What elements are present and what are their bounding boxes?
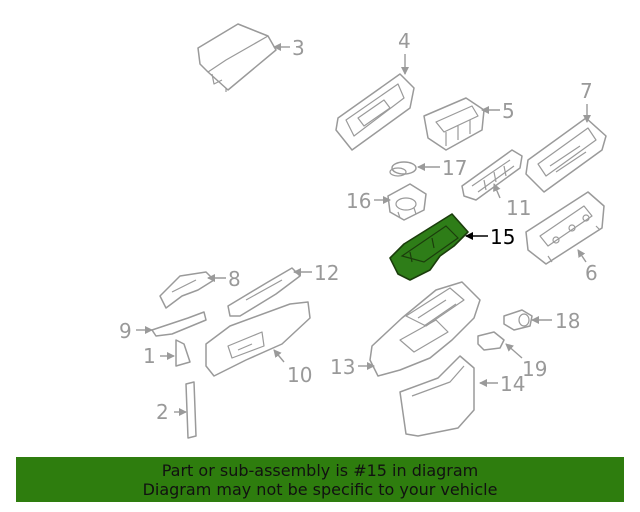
callout-14: 14: [479, 372, 525, 396]
part-9-small-trim: [151, 311, 207, 337]
callout-11: 11: [493, 183, 531, 220]
part-16-shifter-boot: [387, 183, 427, 221]
part-4-bezel: [335, 73, 415, 151]
part-7-trim-panel: [525, 117, 607, 193]
callout-label-10: 10: [287, 363, 312, 387]
callout-10: 10: [273, 349, 312, 387]
callout-17: 17: [417, 156, 467, 180]
callout-3: 3: [273, 36, 305, 60]
callout-label-7: 7: [580, 79, 593, 103]
callout-12: 12: [293, 261, 339, 285]
callout-label-12: 12: [314, 261, 339, 285]
callout-6: 6: [577, 249, 598, 285]
part-5-vent: [423, 97, 485, 151]
callout-label-3: 3: [292, 36, 305, 60]
callout-label-5: 5: [502, 99, 515, 123]
part-1-bracket: [175, 339, 191, 367]
callout-15: 15: [465, 225, 515, 249]
callout-9: 9: [119, 319, 153, 343]
info-banner: Part or sub-assembly is #15 in diagram D…: [16, 457, 624, 502]
part-13-console: [369, 281, 481, 377]
part-12-trim-strip: [227, 267, 301, 317]
part-6-switch-panel: [525, 191, 605, 265]
callout-16: 16: [346, 189, 391, 213]
part-15-console-tray: [389, 213, 469, 281]
callout-label-15: 15: [490, 225, 515, 249]
callout-19: 19: [505, 343, 547, 381]
callout-label-14: 14: [500, 372, 525, 396]
callout-2: 2: [156, 400, 187, 424]
callout-5: 5: [481, 99, 515, 123]
part-17-clip: [389, 161, 417, 177]
part-14-lower-panel: [399, 355, 475, 437]
part-11-bracket: [461, 149, 523, 201]
banner-line-2: Diagram may not be specific to your vehi…: [142, 480, 498, 499]
callout-label-1: 1: [143, 344, 156, 368]
parts-diagram: 1 2 3 4 5 6 7 8 9 10 11 12: [119, 23, 607, 439]
callout-18: 18: [531, 309, 580, 333]
callout-label-13: 13: [330, 355, 355, 379]
callout-label-18: 18: [555, 309, 580, 333]
part-19-connector: [477, 331, 505, 351]
callout-label-8: 8: [228, 267, 241, 291]
callout-label-11: 11: [506, 196, 531, 220]
banner-line-1: Part or sub-assembly is #15 in diagram: [161, 461, 479, 480]
part-8-handle: [159, 271, 215, 309]
callout-7: 7: [580, 79, 593, 123]
callout-label-9: 9: [119, 319, 132, 343]
callout-1: 1: [143, 344, 175, 368]
callout-label-6: 6: [585, 261, 598, 285]
callout-label-17: 17: [442, 156, 467, 180]
part-10-side-panel: [205, 301, 311, 377]
callout-label-16: 16: [346, 189, 371, 213]
part-18-plug: [503, 309, 533, 331]
part-3-cover: [197, 23, 277, 92]
callout-4: 4: [398, 29, 411, 75]
callout-8: 8: [207, 267, 241, 291]
callout-label-19: 19: [522, 357, 547, 381]
callout-label-4: 4: [398, 29, 411, 53]
callout-13: 13: [330, 355, 375, 379]
callout-label-2: 2: [156, 400, 169, 424]
part-2-vertical-trim: [185, 381, 197, 439]
